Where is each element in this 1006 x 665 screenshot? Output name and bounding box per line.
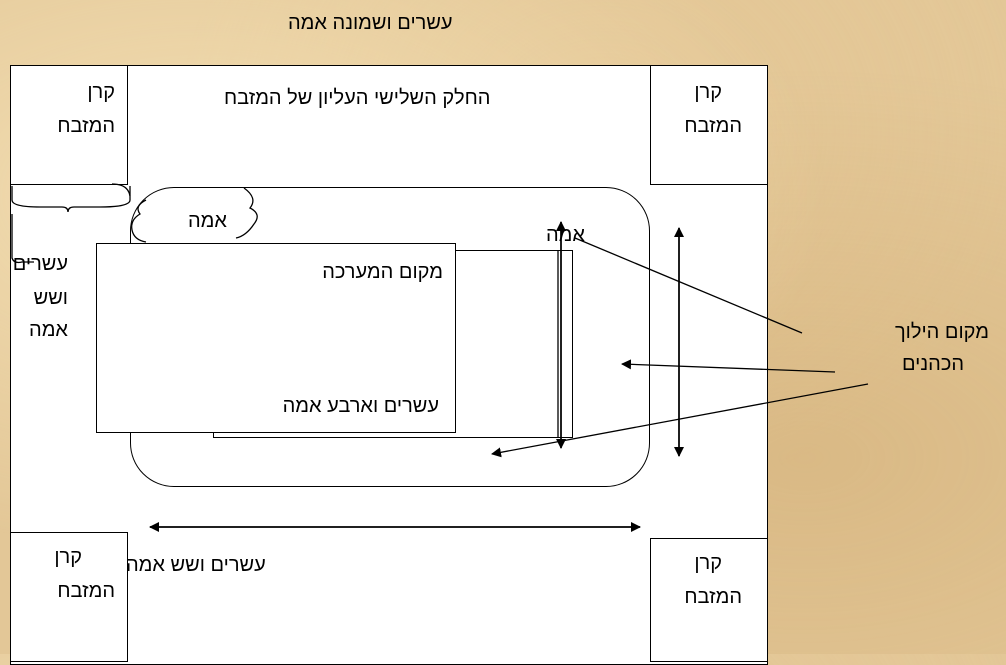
horn-bottom-right: קרן המזבח <box>650 538 768 662</box>
horn-top-right-line1: קרן <box>694 81 722 103</box>
twenty-six-bottom-label: עשרים ושש אמה <box>126 554 266 576</box>
left-side-line3: אמה <box>29 319 68 341</box>
brace-left <box>11 186 131 213</box>
horn-top-left-line2: המזבח <box>57 115 115 137</box>
horn-top-left-line1: קרן <box>87 81 115 103</box>
pointer-line-2 <box>621 359 836 373</box>
priests-walkway-line2: הכהנים <box>902 353 964 375</box>
horn-top-right: קרן המזבח <box>650 65 768 185</box>
amah-right-label: אמה <box>546 224 585 246</box>
arrangement-rect: מקום המערכה עשרים וארבע אמה <box>96 243 456 433</box>
pointer-line-3 <box>491 383 869 458</box>
horn-bottom-left-line2: המזבח <box>57 580 115 602</box>
twenty-four-label: עשרים וארבע אמה <box>282 395 439 417</box>
brace-left-tick <box>111 183 131 197</box>
brace-amah-right <box>235 187 258 239</box>
arrangement-place-label: מקום המערכה <box>322 261 443 283</box>
pointer-line-1 <box>574 237 803 334</box>
priests-walkway-line1: מקום הילוך <box>894 321 989 343</box>
brace-amah-left <box>131 199 147 243</box>
horn-bottom-right-line2: המזבח <box>684 586 742 608</box>
horn-bottom-left-line1: קרן <box>54 546 82 568</box>
top-title: עשרים ושמונה אמה <box>288 12 453 34</box>
horn-top-left: קרן המזבח <box>10 65 128 185</box>
left-side-line2: ושש <box>33 287 68 309</box>
left-side-line1: עשרים <box>12 253 68 275</box>
horn-top-right-line2: המזבח <box>684 115 742 137</box>
horn-bottom-left: קרן המזבח <box>10 532 128 662</box>
upper-third-label: החלק השלישי העליון של המזבח <box>224 87 491 109</box>
brace-left-lower <box>11 214 34 264</box>
horn-bottom-right-line1: קרן <box>694 552 722 574</box>
amah-brace-label: אמה <box>188 210 227 232</box>
